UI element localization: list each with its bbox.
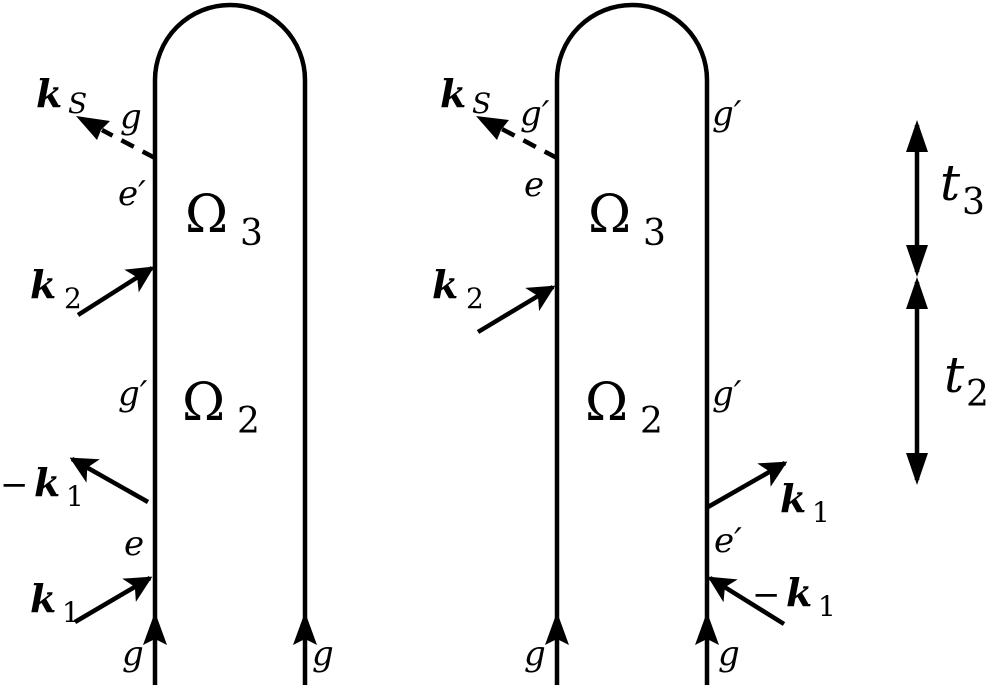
t3-down-arrow-icon	[906, 245, 928, 277]
left-diagram-state-g-bottom-left: g	[122, 634, 144, 674]
right-diagram-left-line-arrow-icon	[545, 612, 569, 645]
svg-text:3: 3	[962, 182, 985, 223]
right-diagram-k2-in-arrow-icon	[476, 285, 556, 334]
left-diagram-state-g-top: g	[120, 97, 142, 137]
svg-text:S: S	[472, 87, 491, 120]
t2-up-arrow-icon	[906, 277, 928, 309]
svg-text:k: k	[780, 476, 806, 521]
t3-up-arrow-icon	[906, 120, 928, 152]
svg-text:Ω: Ω	[185, 185, 228, 245]
right-diagram-kS-dashed-line	[498, 126, 559, 160]
svg-text:1: 1	[62, 596, 80, 629]
svg-text:t: t	[940, 154, 961, 212]
svg-text:Ω: Ω	[588, 185, 631, 245]
svg-text:2: 2	[237, 401, 260, 442]
right-diagram-label-minus-k1: − k 1	[752, 570, 836, 623]
svg-text:Ω: Ω	[182, 373, 225, 433]
svg-text:1: 1	[818, 590, 836, 623]
right-diagram-state-g-prime-top-right: g′	[712, 94, 742, 134]
svg-text:2: 2	[966, 374, 989, 415]
svg-text:3: 3	[643, 213, 666, 254]
svg-text:Ω: Ω	[585, 373, 628, 433]
t3-label: t 3	[940, 154, 985, 223]
left-diagram-label-k2: k 2	[30, 262, 82, 315]
svg-text:2: 2	[64, 282, 82, 315]
svg-text:k: k	[34, 460, 60, 505]
svg-text:−: −	[0, 465, 29, 505]
right-diagram-state-e: e	[524, 165, 544, 205]
left-diagram-k2-in-arrow-icon	[76, 266, 155, 317]
svg-text:t: t	[944, 346, 965, 404]
left-diagram-kS-out-arrow-icon	[76, 116, 110, 140]
svg-text:k: k	[36, 71, 62, 116]
right-diagram-kS-out-arrow-icon	[476, 116, 509, 140]
left-diagram-label-kS: k S	[36, 71, 87, 120]
svg-text:−: −	[752, 575, 781, 615]
left-diagram-ket-bra-loop	[152, 2, 308, 685]
left-diagram: g g e g′ e′ g k 1 − k 1 k 2 k S Ω 3 Ω	[0, 2, 334, 685]
svg-text:k: k	[786, 570, 812, 615]
svg-text:k: k	[30, 262, 56, 307]
left-diagram-state-g-bottom-right: g	[312, 634, 334, 674]
left-diagram-label-minus-k1: − k 1	[0, 460, 84, 513]
svg-text:k: k	[30, 576, 56, 621]
time-axis: t 3 t 2	[906, 120, 989, 485]
svg-text:3: 3	[240, 213, 263, 254]
left-diagram-label-k1: k 1	[30, 576, 80, 629]
right-diagram-state-e-prime: e′	[714, 521, 742, 561]
right-diagram-k1-out-arrow-icon	[706, 461, 788, 509]
svg-text:2: 2	[466, 282, 484, 315]
right-diagram-state-g-bottom-right: g	[718, 634, 740, 674]
svg-text:2: 2	[640, 401, 663, 442]
right-diagram-label-k2: k 2	[432, 262, 484, 315]
left-diagram-omega3: Ω 3	[185, 185, 263, 254]
right-diagram-state-g-prime-top-left: g′	[520, 94, 550, 134]
right-diagram-label-k1: k 1	[780, 476, 830, 529]
right-diagram-state-g-bottom-left: g	[524, 634, 546, 674]
svg-text:S: S	[68, 87, 87, 120]
svg-text:1: 1	[66, 480, 84, 513]
left-diagram-omega2: Ω 2	[182, 373, 260, 442]
svg-text:k: k	[432, 262, 458, 307]
right-diagram-right-line-arrow-icon	[695, 612, 719, 645]
svg-text:1: 1	[812, 496, 830, 529]
left-diagram-state-g-prime: g′	[118, 374, 148, 414]
right-diagram: g g e g′ g′ g′ e′ k 2 k S k 1 − k 1 Ω 3	[432, 2, 836, 685]
t2-down-arrow-icon	[906, 453, 928, 485]
t2-label: t 2	[944, 346, 989, 415]
right-diagram-label-kS: k S	[440, 71, 491, 120]
left-diagram-state-e: e	[124, 524, 144, 564]
right-diagram-ket-bra-loop	[554, 2, 710, 685]
left-diagram-left-line-arrow-icon	[143, 612, 167, 645]
right-diagram-state-g-prime-mid-right: g′	[712, 374, 742, 414]
right-diagram-omega3: Ω 3	[588, 185, 666, 254]
svg-text:k: k	[440, 71, 466, 116]
left-diagram-right-line-arrow-icon	[293, 612, 317, 645]
right-diagram-minus-k1-in-arrow-icon	[707, 576, 786, 626]
left-diagram-k1-in-arrow-icon	[73, 576, 153, 624]
left-diagram-kS-dashed-line	[100, 128, 157, 160]
left-diagram-state-e-prime: e′	[118, 174, 146, 214]
right-diagram-omega2: Ω 2	[585, 373, 663, 442]
left-diagram-minus-k1-out-arrow-icon	[69, 457, 150, 504]
